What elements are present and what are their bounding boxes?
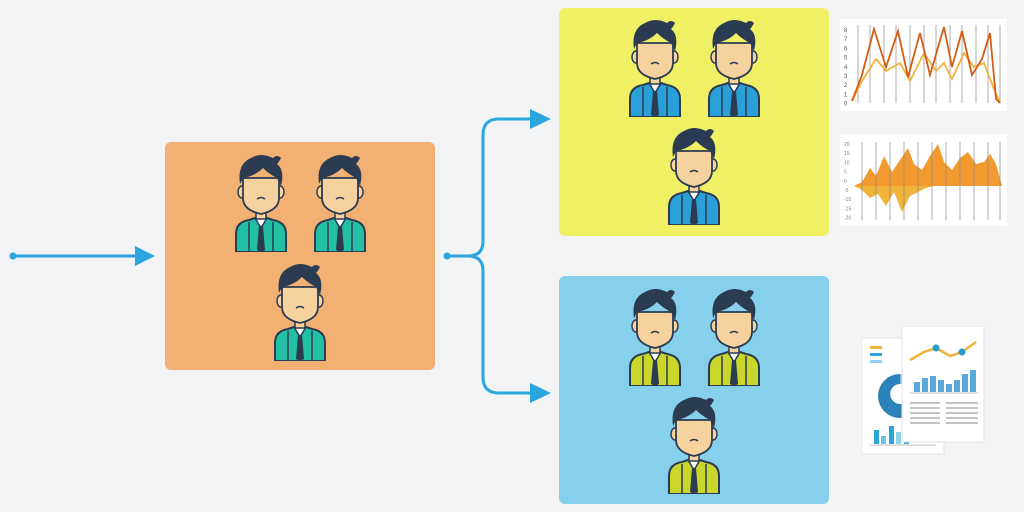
person-icon xyxy=(666,394,722,494)
tick-label: 8 xyxy=(844,28,848,34)
segment-b-group-box xyxy=(559,276,829,504)
tick-label: 6 xyxy=(844,46,848,52)
tick-label: 3 xyxy=(844,74,848,80)
source-group-box xyxy=(165,142,435,370)
tick-label: 0 xyxy=(844,179,847,185)
person-icon xyxy=(706,17,762,117)
person-icon xyxy=(627,286,683,386)
input-arrow xyxy=(9,246,155,266)
line-chart-icon: 8 7 6 5 4 3 2 1 0 xyxy=(840,19,1007,111)
tick-label: 0 xyxy=(844,102,848,108)
tick-label: 1 xyxy=(844,92,848,98)
tick-label: 4 xyxy=(844,65,848,71)
split-arrow xyxy=(443,109,551,403)
tick-label: -10 xyxy=(844,197,851,203)
report-icon xyxy=(861,325,986,456)
tick-label: -15 xyxy=(844,206,851,212)
tick-label: 15 xyxy=(844,151,850,157)
person-icon xyxy=(666,125,722,225)
person-icon xyxy=(272,261,328,361)
tick-label: 5 xyxy=(844,56,848,62)
tick-label: 5 xyxy=(844,170,847,176)
tick-label: 10 xyxy=(844,160,850,166)
person-icon xyxy=(233,152,289,252)
tick-label: 7 xyxy=(844,37,848,43)
person-icon xyxy=(706,286,762,386)
tick-label: 2 xyxy=(844,83,848,89)
tick-label: 20 xyxy=(844,142,850,148)
tick-label: -20 xyxy=(844,216,851,222)
segment-a-group-box xyxy=(559,8,829,236)
person-icon xyxy=(627,17,683,117)
tick-label: -5 xyxy=(844,188,849,194)
area-chart-icon: 20 15 10 5 0 -5 -10 -15 -20 xyxy=(840,134,1007,226)
person-icon xyxy=(312,152,368,252)
